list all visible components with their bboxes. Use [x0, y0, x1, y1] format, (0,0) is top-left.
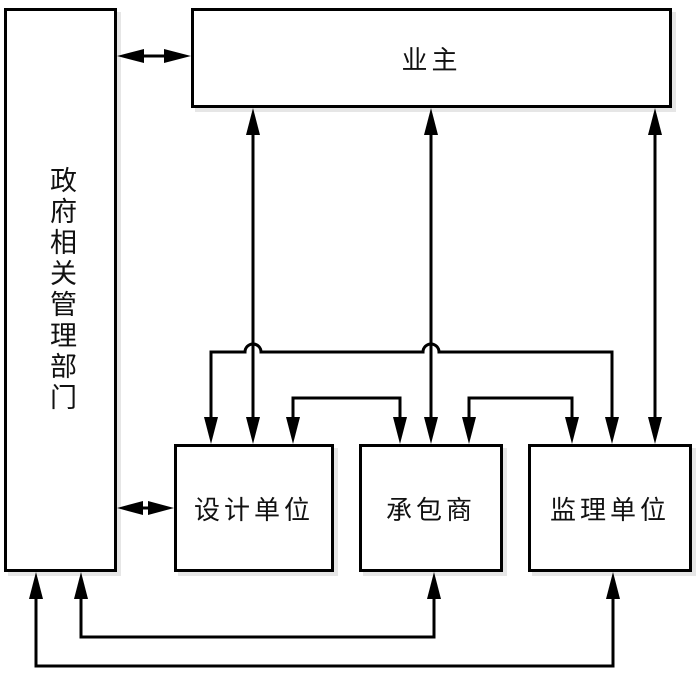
owner-label: 业主	[401, 45, 462, 76]
supervisor-label: 监理单位	[549, 495, 670, 526]
designer-label: 设计单位	[193, 495, 314, 526]
arrowhead-icon	[246, 108, 260, 135]
designer-node[interactable]: 设计单位	[174, 444, 338, 576]
arrowhead-icon	[393, 417, 407, 444]
arrowhead-icon	[565, 417, 579, 444]
arrowhead-icon	[286, 417, 300, 444]
edge-designer-contractor	[291, 396, 402, 428]
arrowhead-icon	[606, 572, 620, 599]
arrowhead-icon	[74, 572, 88, 599]
contractor-node[interactable]: 承包商	[359, 444, 507, 576]
edge-government-contractor	[79, 590, 436, 639]
arrowhead-icon	[29, 572, 43, 599]
edge-designer-supervisor	[209, 342, 614, 428]
arrowhead-icon	[204, 417, 218, 444]
arrowhead-icon	[462, 417, 476, 444]
arrowhead-icon	[246, 417, 260, 444]
government-department-node[interactable]: 政府相关管理部门	[4, 8, 121, 576]
arrowhead-icon	[117, 501, 143, 515]
arrowhead-icon	[164, 49, 191, 63]
arrowhead-icon	[605, 417, 619, 444]
edge-government-supervisor	[34, 590, 615, 668]
arrowhead-icon	[424, 108, 438, 135]
arrowhead-icon	[117, 49, 144, 63]
arrowhead-icon	[148, 501, 174, 515]
contractor-label: 承包商	[385, 495, 476, 526]
edge-contractor-supervisor	[467, 396, 574, 428]
arrowhead-icon	[427, 572, 441, 599]
arrowhead-icon	[648, 417, 662, 444]
supervisor-node[interactable]: 监理单位	[528, 444, 696, 576]
arrowhead-icon	[424, 417, 438, 444]
government-department-label: 政府相关管理部门	[45, 166, 76, 414]
owner-node[interactable]: 业主	[191, 8, 676, 112]
arrowhead-icon	[648, 108, 662, 135]
